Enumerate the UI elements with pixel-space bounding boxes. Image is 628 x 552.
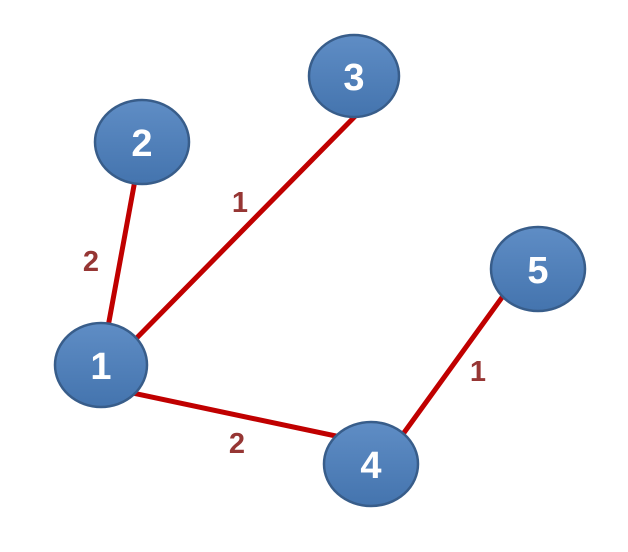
- edge-weight-2-1: 2: [83, 246, 99, 278]
- graph-node-5: [489, 225, 587, 313]
- graph-node-1: [53, 321, 149, 409]
- edge-weight-1-4: 2: [229, 428, 245, 460]
- node-label-5: 5: [527, 250, 548, 292]
- node-label-1: 1: [90, 346, 111, 388]
- edge-weight-4-5: 1: [470, 356, 486, 388]
- node-label-2: 2: [131, 123, 152, 165]
- graph-node-4: [322, 420, 420, 508]
- edge-weight-3-1: 1: [232, 187, 248, 219]
- edge-3-1: [109, 89, 382, 366]
- edge-4-5: [387, 271, 522, 455]
- node-label-3: 3: [343, 57, 364, 99]
- node-label-4: 4: [360, 445, 381, 487]
- edge-1-4: [101, 384, 372, 446]
- graph-node-2: [93, 98, 191, 186]
- graph-node-3: [307, 33, 401, 119]
